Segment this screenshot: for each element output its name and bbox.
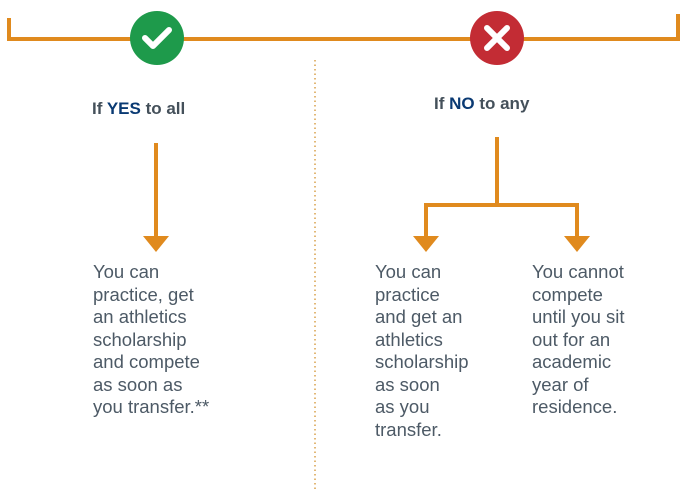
no-heading: If NO to any (434, 94, 529, 114)
no-branch-connector (424, 137, 579, 238)
no-outcome-cannot-compete-text: You cannot compete until you sit out for… (532, 261, 625, 417)
yes-arrow (143, 143, 169, 252)
no-heading-keyword: NO (449, 94, 475, 113)
no-arrowhead-right (564, 236, 590, 252)
no-arrowhead-left (413, 236, 439, 252)
yes-heading-prefix: If (92, 99, 107, 118)
top-bracket-line (7, 14, 680, 41)
no-badge (470, 11, 524, 65)
checkmark-icon (142, 27, 172, 49)
yes-heading: If YES to all (92, 99, 185, 119)
no-outcome-practice-text: You can practice and get an athletics sc… (375, 261, 469, 440)
yes-heading-keyword: YES (106, 99, 141, 118)
x-mark-icon (484, 25, 510, 51)
yes-heading-suffix: to all (140, 99, 186, 118)
no-heading-suffix: to any (474, 94, 530, 113)
no-heading-prefix: If (434, 94, 450, 113)
yes-badge (130, 11, 184, 65)
yes-arrowhead (143, 236, 169, 252)
yes-outcome-text: You can practice, get an athletics schol… (93, 261, 210, 417)
